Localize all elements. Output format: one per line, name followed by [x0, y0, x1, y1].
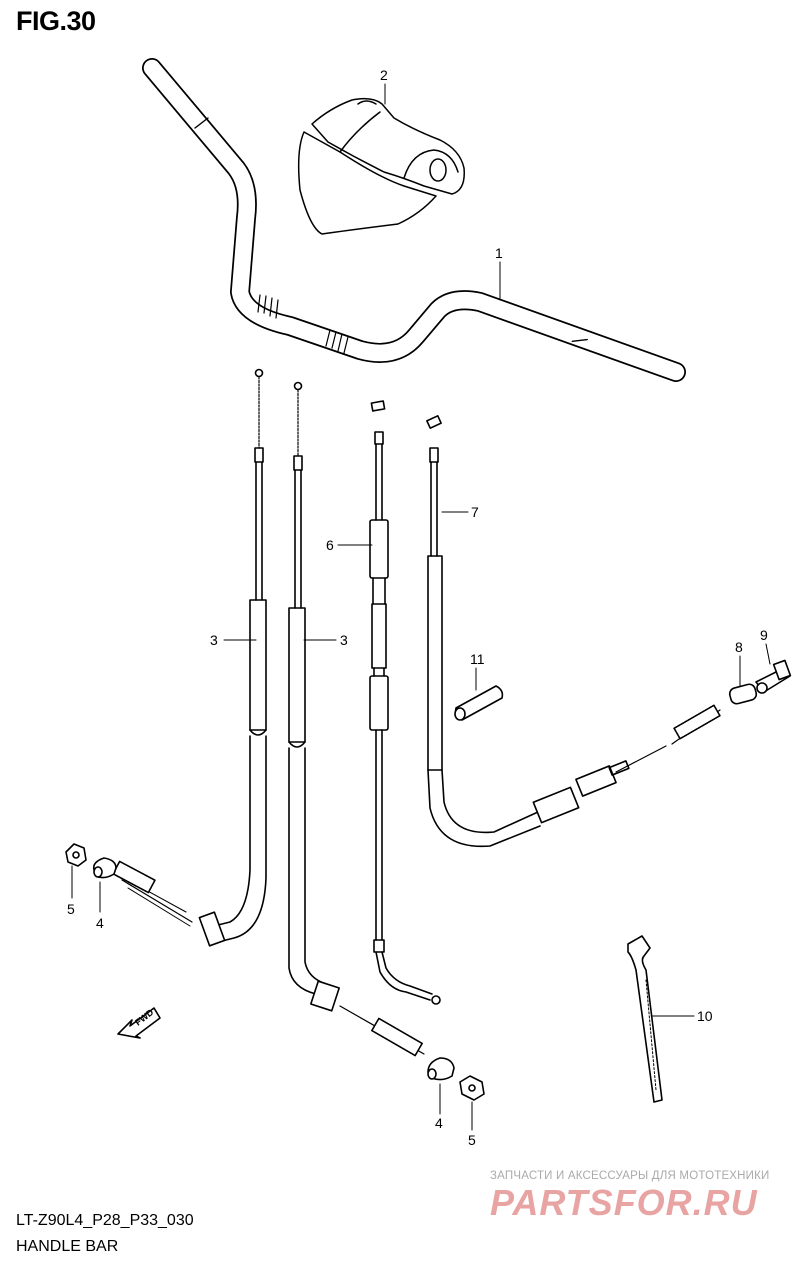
callout-4-right: 4 — [435, 1115, 443, 1131]
callout-labels: 2 1 3 3 6 7 8 9 11 10 5 4 4 5 — [67, 67, 768, 1148]
handlebar-knurl-right — [325, 329, 349, 354]
callout-5-left: 5 — [67, 901, 75, 917]
part-9 — [755, 659, 792, 694]
cable-right — [288, 381, 425, 1057]
part-11 — [454, 685, 504, 721]
cable-6 — [369, 400, 441, 1005]
part-8 — [728, 683, 758, 705]
watermark-logo: PARTSFOR.RU — [490, 1182, 758, 1223]
callout-10: 10 — [697, 1008, 713, 1024]
nut-right — [459, 1075, 485, 1101]
callout-6: 6 — [326, 537, 334, 553]
callout-2: 2 — [380, 67, 388, 83]
callout-8: 8 — [735, 639, 743, 655]
cable-left — [112, 368, 267, 947]
diagram-code: LT-Z90L4_P28_P33_030 — [16, 1212, 194, 1229]
cable-7 — [426, 415, 721, 848]
handlebar — [142, 58, 686, 382]
nut-left — [65, 843, 87, 867]
callout-11: 11 — [470, 651, 485, 667]
leader-lines — [71, 83, 771, 1131]
callout-5-right: 5 — [468, 1132, 476, 1148]
watermark-tagline: ЗАПЧАСТИ И АКСЕССУАРЫ ДЛЯ МОТОТЕХНИКИ — [490, 1170, 770, 1182]
figure-title: FIG.30 — [16, 6, 96, 36]
callout-1: 1 — [495, 245, 503, 261]
callout-9: 9 — [760, 627, 768, 643]
handlebar-cover — [297, 97, 465, 235]
adjuster-right — [427, 1057, 455, 1081]
cable-tie — [627, 935, 663, 1103]
adjuster-left — [92, 857, 117, 879]
callout-7: 7 — [471, 504, 479, 520]
callout-3-right: 3 — [340, 632, 348, 648]
diagram-name: HANDLE BAR — [16, 1238, 119, 1255]
callout-4-left: 4 — [96, 915, 104, 931]
callout-3-left: 3 — [210, 632, 218, 648]
handlebar-knurl-left — [257, 294, 279, 319]
forward-arrow-icon: FWD — [117, 1007, 161, 1039]
